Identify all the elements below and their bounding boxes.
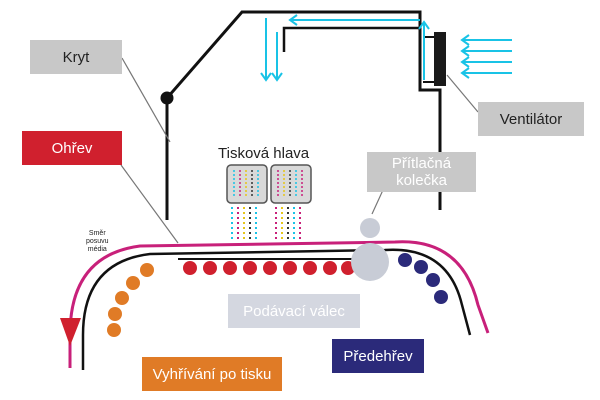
media-direction-line1: Směr <box>88 230 106 237</box>
cover-hinge-icon <box>160 91 174 105</box>
feed-roller <box>351 243 389 281</box>
post-heat-label: Vyhřívání po tisku <box>142 357 282 391</box>
leader-lines <box>120 57 479 244</box>
feed-roller-label: Podávací válec <box>228 294 360 328</box>
media-direction-line2: posuvu <box>86 238 109 245</box>
pinch-rollers-label-line2: kolečka <box>396 172 447 189</box>
ink-drops-icon <box>231 207 301 240</box>
print-head-label: Tisková hlava <box>218 145 310 162</box>
pinch-rollers-label-line1: Přítlačná <box>391 155 452 172</box>
heater-elements <box>183 261 355 275</box>
heater-label: Ohřev <box>22 131 122 165</box>
platen-path <box>81 248 472 370</box>
media-direction-label: Směr posuvu média <box>86 230 109 254</box>
pinch-roller <box>360 218 380 238</box>
cover-label: Kryt <box>30 40 122 74</box>
media-path <box>68 240 490 368</box>
arrow-down-icon <box>60 318 81 346</box>
fan-label: Ventilátor <box>478 102 584 136</box>
fan-icon <box>423 32 446 86</box>
post-heat-elements <box>107 263 154 337</box>
pre-heat-elements <box>398 253 448 304</box>
print-head-icon <box>226 164 312 204</box>
airflow-arrow-icon <box>260 14 512 82</box>
cover-frame <box>160 10 442 220</box>
media-direction-line3: média <box>87 246 107 253</box>
pre-heat-label: Předehřev <box>332 339 424 373</box>
pinch-rollers-label: Přítlačná kolečka <box>367 152 476 192</box>
